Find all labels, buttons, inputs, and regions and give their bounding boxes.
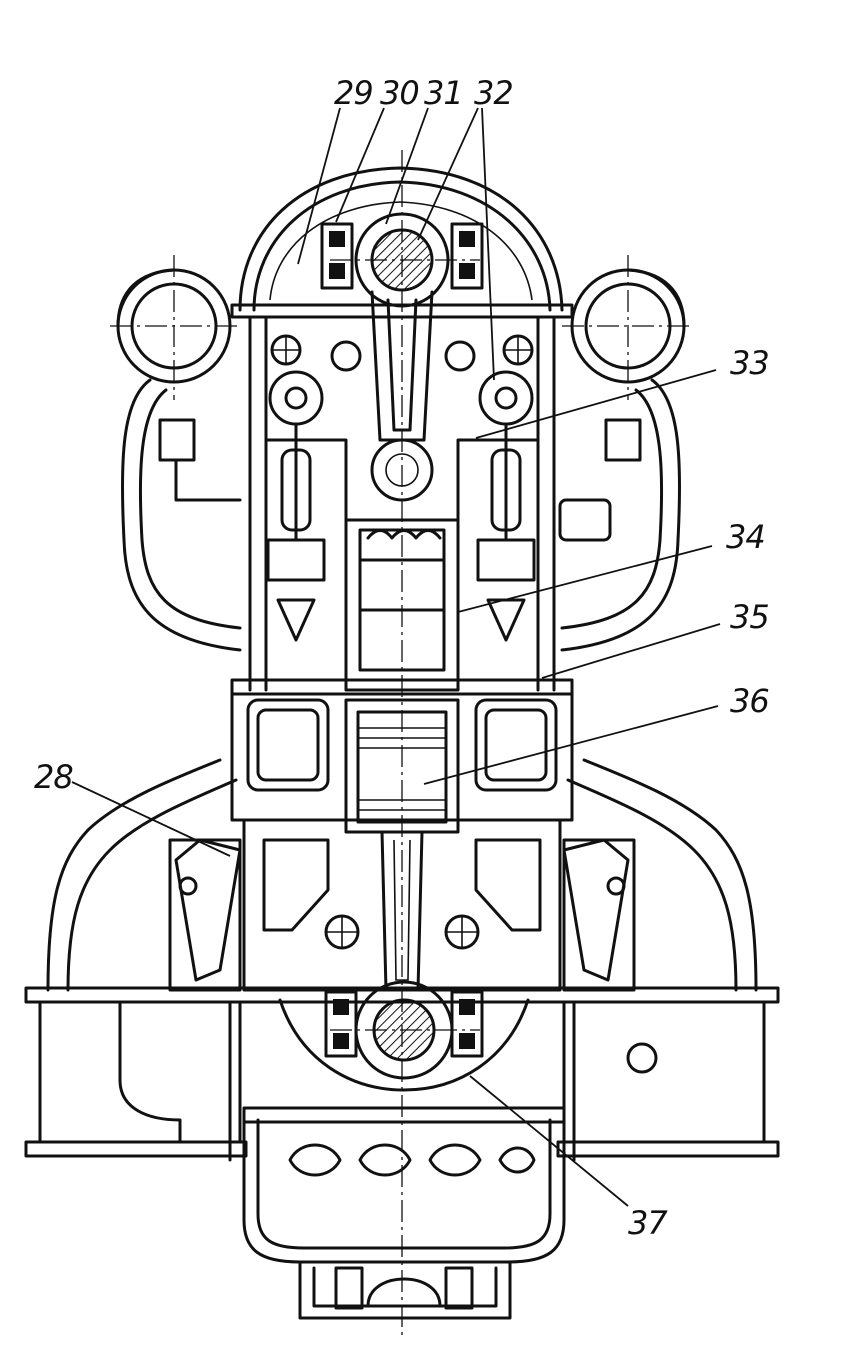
upper-cylinder-block	[248, 315, 556, 692]
centerlines	[110, 150, 694, 1340]
callout-labels: 28 29 30 31 32 33 34 35 36 37	[34, 74, 770, 1242]
leader-lines	[71, 107, 721, 1207]
leader-34	[457, 545, 713, 613]
leader-28	[71, 781, 231, 857]
callout-31: 31	[424, 74, 463, 112]
leader-31	[385, 107, 429, 225]
lower-crankshaft	[278, 980, 530, 1092]
left-side-unit	[116, 268, 242, 652]
right-side-unit	[558, 268, 686, 652]
right-manifold	[562, 758, 758, 992]
callout-28: 28	[34, 758, 73, 796]
left-manifold	[46, 758, 242, 992]
callout-35: 35	[730, 598, 769, 636]
callout-34: 34	[726, 518, 765, 556]
callout-29: 29	[334, 74, 373, 112]
oil-sump	[242, 1106, 566, 1320]
camshaft-bosses	[270, 334, 534, 372]
leader-32a	[417, 107, 479, 241]
leader-36	[423, 705, 719, 785]
callout-30: 30	[380, 74, 419, 112]
leader-37	[469, 1075, 629, 1207]
leader-33	[475, 369, 717, 439]
callout-37: 37	[628, 1204, 668, 1242]
callout-36: 36	[730, 682, 769, 720]
callout-32: 32	[474, 74, 513, 112]
leader-30	[335, 107, 385, 223]
leader-29	[297, 107, 341, 265]
leader-32b	[481, 107, 495, 381]
callout-33: 33	[730, 344, 769, 382]
valve-rocker-left	[266, 370, 326, 642]
leader-35	[541, 623, 721, 679]
